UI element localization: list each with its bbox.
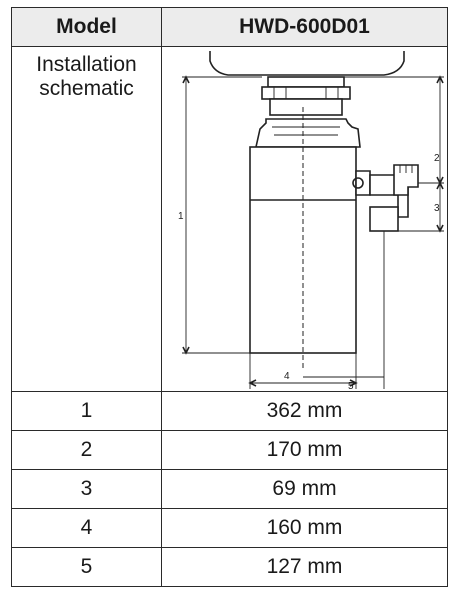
dimension-key: 5 [11, 546, 162, 588]
dim2-label: 2 [434, 153, 440, 164]
schematic-cell: 1 2 3 4 5 [161, 46, 448, 392]
mounting-ring-detail [273, 87, 339, 100]
dim1-label: 1 [178, 211, 184, 222]
dimension-key: 4 [11, 507, 162, 548]
discharge-clamp [352, 177, 364, 190]
motor-body [249, 146, 357, 355]
dimension-value: 127 mm [161, 546, 448, 588]
dim5-label: 5 [348, 381, 354, 390]
dim3-label: 3 [434, 203, 440, 214]
dim4-label: 4 [284, 371, 290, 382]
dimension-key: 3 [11, 468, 162, 509]
dimension-row: 3 69 mm [11, 468, 448, 509]
sink-bowl [209, 51, 405, 77]
schematic-label-line2: schematic [39, 76, 134, 100]
dimension-row: 1 362 mm [11, 390, 448, 431]
dimension-row: 5 127 mm [11, 546, 448, 588]
mounting-base [269, 98, 343, 117]
upper-housing-detail [272, 126, 340, 136]
header-row: Model HWD-600D01 [11, 6, 448, 48]
dimension-key: 1 [11, 390, 162, 431]
dimension-value: 69 mm [161, 468, 448, 509]
schematic-label: Installation schematic [11, 46, 162, 392]
model-value: HWD-600D01 [161, 6, 448, 48]
schematic-label-line1: Installation [36, 53, 137, 77]
sink-flange [267, 76, 345, 89]
model-header: Model [11, 6, 162, 48]
outlet-pipe [369, 206, 399, 233]
dimension-row: 4 160 mm [11, 507, 448, 548]
dimension-value: 362 mm [161, 390, 448, 431]
dim1-arrows [182, 75, 190, 356]
upper-housing [255, 118, 361, 149]
elbow-ribs [399, 165, 413, 174]
spec-table: Model HWD-600D01 Installation schematic [11, 6, 448, 588]
schematic-row: Installation schematic [11, 46, 448, 392]
installation-schematic-diagram: 1 2 3 4 5 [178, 51, 444, 390]
dimension-value: 160 mm [161, 507, 448, 548]
dim3-arrows [436, 181, 444, 234]
dimension-key: 2 [11, 429, 162, 470]
dimension-row: 2 170 mm [11, 429, 448, 470]
dim4-arrows [248, 379, 358, 388]
mounting-ring [261, 86, 351, 101]
dimension-value: 170 mm [161, 429, 448, 470]
